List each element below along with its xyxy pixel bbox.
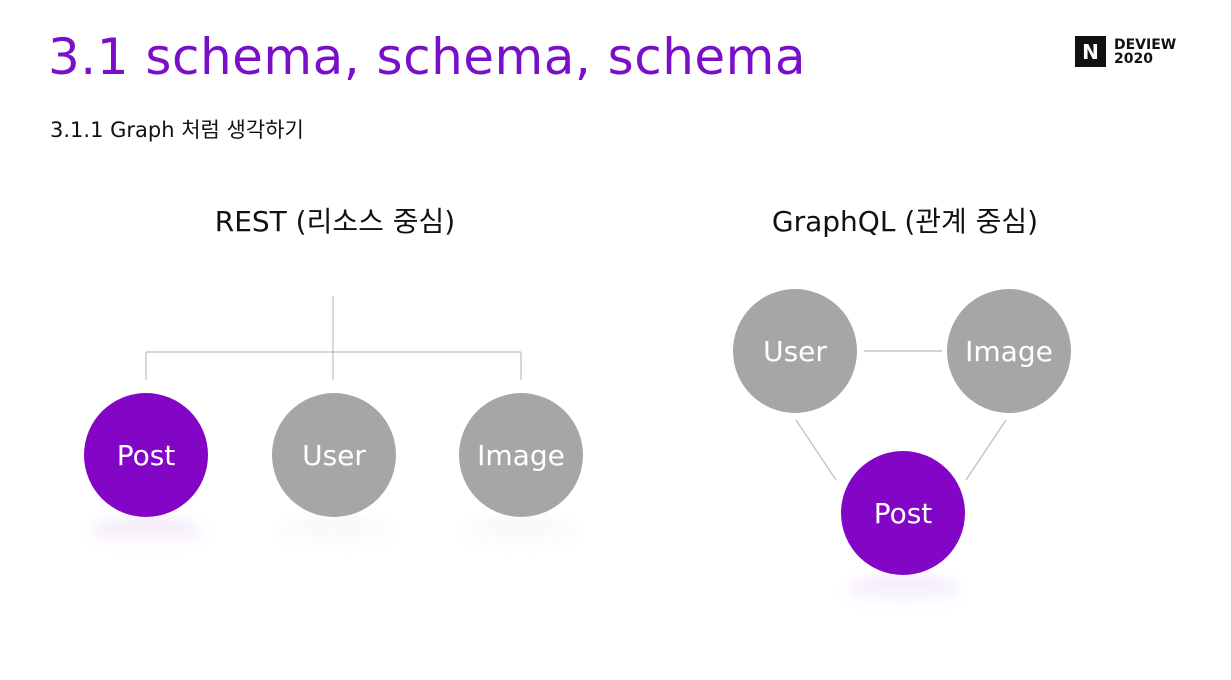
rest-node-user: User	[272, 393, 396, 517]
rest-node-post: Post	[84, 393, 208, 517]
rest-heading: REST (리소스 중심)	[214, 205, 456, 238]
graphql-post-reflection	[848, 576, 958, 606]
rest-node-image: Image	[459, 393, 583, 517]
graphql-node-post: Post	[841, 451, 965, 575]
slide-title: 3.1 schema, schema, schema	[48, 28, 806, 86]
logo-line-2: 2020	[1114, 50, 1153, 67]
graphql-heading: GraphQL (관계 중심)	[771, 205, 1039, 238]
rest-user-reflection	[279, 518, 389, 548]
graphql-edge-image-post	[965, 419, 1007, 481]
slide-subtitle: 3.1.1 Graph 처럼 생각하기	[50, 118, 304, 142]
naver-logo-icon: N	[1075, 36, 1106, 67]
graphql-node-image: Image	[947, 289, 1071, 413]
rest-image-reflection	[466, 518, 576, 548]
deview-logo: N DEVIEW 2020	[1075, 36, 1176, 67]
rest-post-reflection	[91, 518, 201, 548]
logo-line-1: DEVIEW	[1114, 36, 1177, 53]
logo-text: DEVIEW 2020	[1114, 38, 1176, 66]
graphql-edge-user-post	[795, 419, 837, 481]
graphql-node-user: User	[733, 289, 857, 413]
